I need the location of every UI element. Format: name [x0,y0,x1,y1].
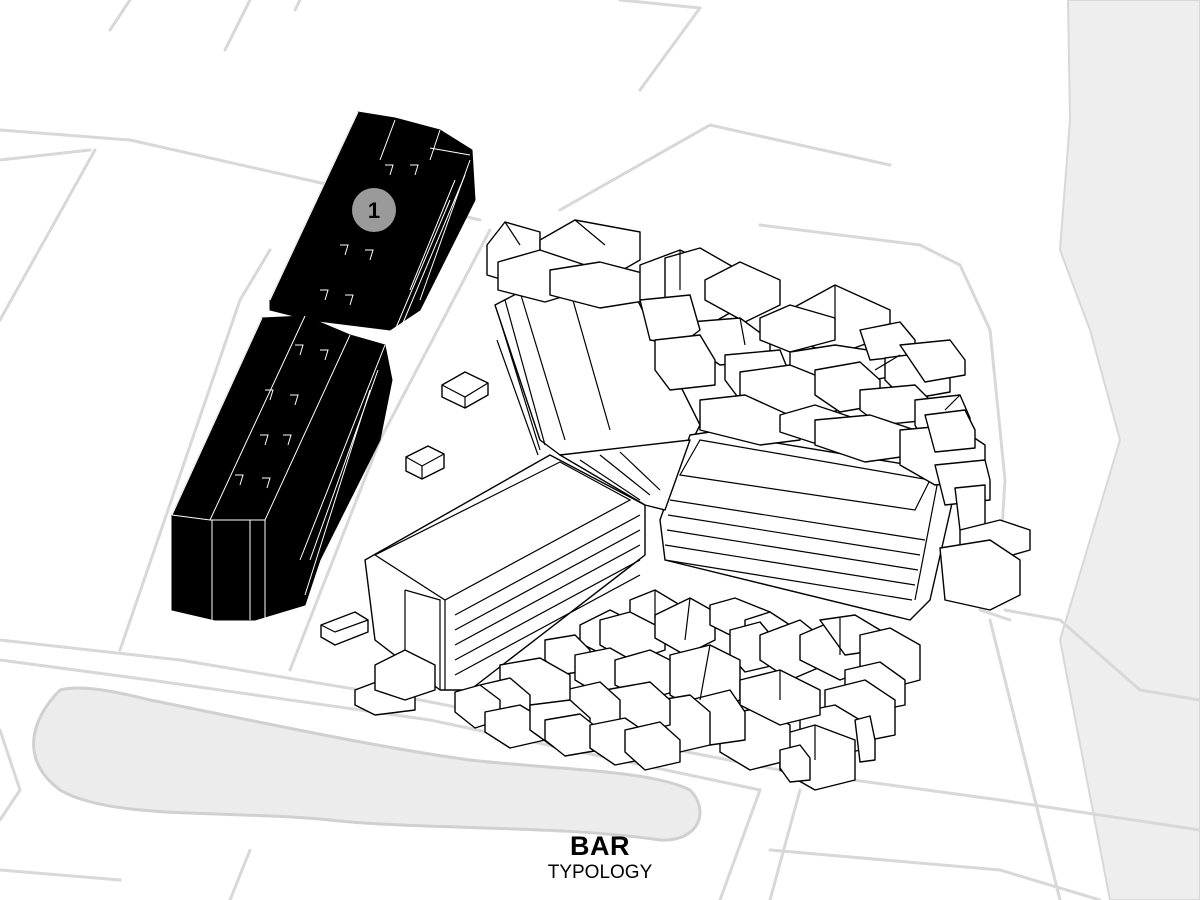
low-rise-fabric-northeast [486,219,1031,611]
lake [32,686,702,842]
right-water-body [1058,0,1200,900]
typology-marker: 1 [352,188,396,232]
low-rise-fabric-south [454,589,921,791]
diagram-caption: BAR TYPOLOGY [0,830,1200,884]
marker-label: 1 [368,198,380,223]
small-pavilions [320,371,489,646]
caption-subtitle: TYPOLOGY [547,862,653,883]
y-shaped-complex [354,284,956,716]
caption-title: BAR [570,831,630,861]
